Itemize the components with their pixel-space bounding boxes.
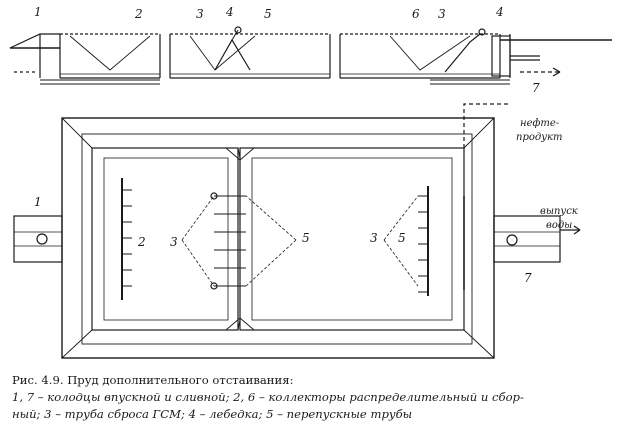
plan-label-2: 2 (137, 235, 146, 249)
plan-labels: 1 2 3 5 3 5 7 (34, 195, 532, 285)
profile-label-5: 5 (264, 7, 272, 21)
plan-label-3: 3 (170, 235, 178, 249)
profile-label-2: 2 (134, 7, 143, 21)
profile-section (9, 26, 612, 85)
plan-label-3b: 3 (370, 231, 378, 245)
caption-line-2: 1, 7 – колодцы впускной и сливной; 2, 6 … (12, 390, 524, 404)
profile-label-4: 4 (225, 5, 234, 19)
plan-label-1: 1 (34, 195, 42, 209)
profile-label-1: 1 (34, 5, 42, 19)
caption-line-3: ный; 3 – труба сброса ГСМ; 4 – лебедка; … (12, 407, 413, 421)
water-outlet-label-line1: выпуск (540, 206, 578, 217)
plan-label-7: 7 (524, 271, 532, 285)
figure-caption: Рис. 4.9. Пруд дополнительного отстаиван… (12, 372, 612, 423)
profile-label-6: 6 (412, 7, 420, 21)
plan-view (13, 103, 581, 359)
profile-labels: 1 2 3 4 5 6 3 4 7 (34, 5, 540, 95)
profile-label-4b: 4 (495, 5, 504, 19)
profile-label-3: 3 (196, 7, 204, 21)
pond-diagram: 1 2 3 4 5 6 3 4 7 1 2 3 5 3 5 7 нефте- п… (9, 5, 612, 359)
oil-product-label-line1: нефте- (520, 118, 560, 129)
oil-product-label-line2: продукт (516, 132, 562, 143)
caption-line-1: Рис. 4.9. Пруд дополнительного отстаиван… (12, 373, 294, 387)
plan-label-5: 5 (302, 231, 310, 245)
water-outlet-label-line2: воды (546, 220, 572, 231)
plan-label-5b: 5 (398, 231, 406, 245)
profile-label-7: 7 (532, 81, 540, 95)
profile-label-3b: 3 (438, 7, 446, 21)
